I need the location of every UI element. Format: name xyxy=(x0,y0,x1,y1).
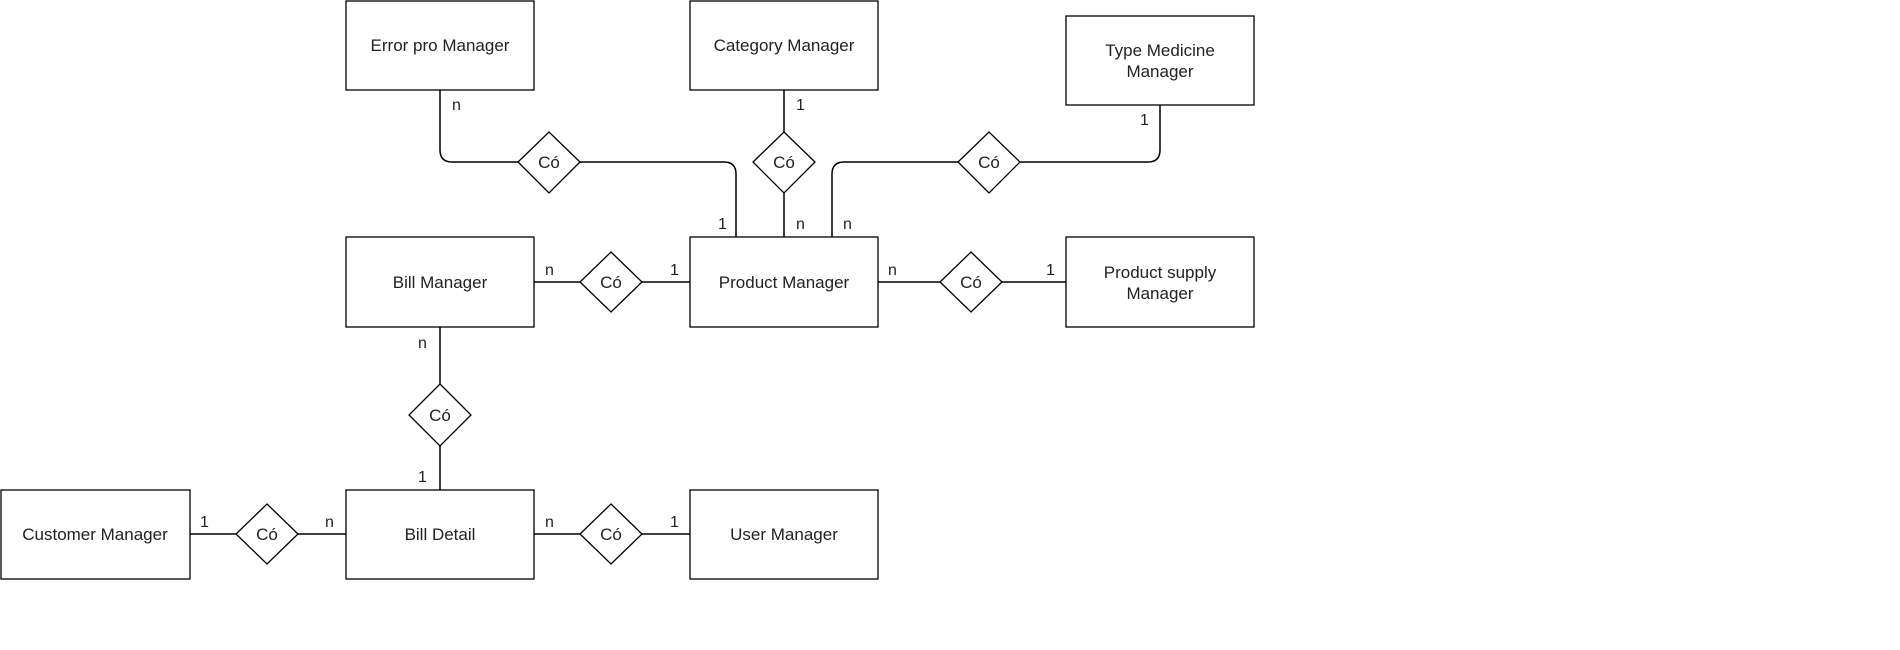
relationship-label: Có xyxy=(538,153,560,172)
entity-label-line-1: Type Medicine xyxy=(1105,41,1215,60)
cardinality-bill-detail-top: 1 xyxy=(418,469,427,486)
relationship-billdetail-user: Có xyxy=(579,503,643,565)
cardinality-product-supply: 1 xyxy=(1046,262,1055,279)
relationship-bill-billdetail: Có xyxy=(408,383,472,447)
entity-label: User Manager xyxy=(730,525,838,544)
cardinality-category-product: n xyxy=(796,216,805,233)
entities: Error pro Manager Category Manager Type … xyxy=(0,0,1255,580)
cardinality-error: n xyxy=(452,97,461,114)
edge-rel-to-product-left xyxy=(580,161,737,237)
relationship-customer-billdetail: Có xyxy=(235,503,299,565)
connectors xyxy=(190,90,1161,535)
cardinality-bill: n xyxy=(545,262,554,279)
cardinality-type-product: n xyxy=(843,216,852,233)
entity-label: Bill Detail xyxy=(405,525,476,544)
entity-user-manager: User Manager xyxy=(689,489,879,580)
relationship-category-product: Có xyxy=(752,131,816,194)
entity-type-medicine-manager: Type Medicine Manager xyxy=(1065,15,1255,106)
entity-label: Error pro Manager xyxy=(371,36,510,55)
entity-bill-manager: Bill Manager xyxy=(345,236,535,328)
entity-label-line-1: Product supply xyxy=(1104,263,1217,282)
cardinality-bill-product: 1 xyxy=(670,262,679,279)
entity-product-manager: Product Manager xyxy=(689,236,879,328)
edge-rel-to-product-right xyxy=(831,161,958,237)
entity-label-line-2: Manager xyxy=(1126,62,1193,81)
relationship-type-product: Có xyxy=(957,131,1021,194)
relationship-label: Có xyxy=(960,273,982,292)
cardinality-product-supply-product: n xyxy=(888,262,897,279)
relationship-bill-product: Có xyxy=(579,251,643,313)
edge-error-to-rel xyxy=(439,90,518,163)
entity-category-manager: Category Manager xyxy=(689,0,879,91)
entity-label: Bill Manager xyxy=(393,273,488,292)
entity-product-supply-manager: Product supply Manager xyxy=(1065,236,1255,328)
cardinality-bill-manager-bottom: n xyxy=(418,335,427,352)
relationship-product-supply: Có xyxy=(939,251,1003,313)
relationships: Có Có Có Có Có Có Có Có xyxy=(235,131,1021,565)
cardinality-customer: 1 xyxy=(200,514,209,531)
entity-error-pro-manager: Error pro Manager xyxy=(345,0,535,91)
relationship-label: Có xyxy=(429,406,451,425)
entity-customer-manager: Customer Manager xyxy=(0,489,191,580)
relationship-label: Có xyxy=(773,153,795,172)
cardinality-error-product: 1 xyxy=(718,216,727,233)
entity-label: Customer Manager xyxy=(22,525,168,544)
entity-bill-detail: Bill Detail xyxy=(345,489,535,580)
entity-label: Category Manager xyxy=(714,36,855,55)
cardinalities: n 1 1 n 1 n n 1 n 1 n 1 1 n n 1 xyxy=(200,97,1149,531)
cardinality-bill-detail-right: n xyxy=(545,514,554,531)
entity-label-line-2: Manager xyxy=(1126,284,1193,303)
entity-label: Product Manager xyxy=(719,273,850,292)
edge-type-to-rel xyxy=(1020,105,1161,163)
cardinality-category: 1 xyxy=(796,97,805,114)
relationship-label: Có xyxy=(600,273,622,292)
relationship-error-product: Có xyxy=(517,131,581,194)
relationship-label: Có xyxy=(256,525,278,544)
relationship-label: Có xyxy=(978,153,1000,172)
cardinality-bill-detail-left: n xyxy=(325,514,334,531)
cardinality-user: 1 xyxy=(670,514,679,531)
cardinality-type: 1 xyxy=(1140,112,1149,129)
relationship-label: Có xyxy=(600,525,622,544)
